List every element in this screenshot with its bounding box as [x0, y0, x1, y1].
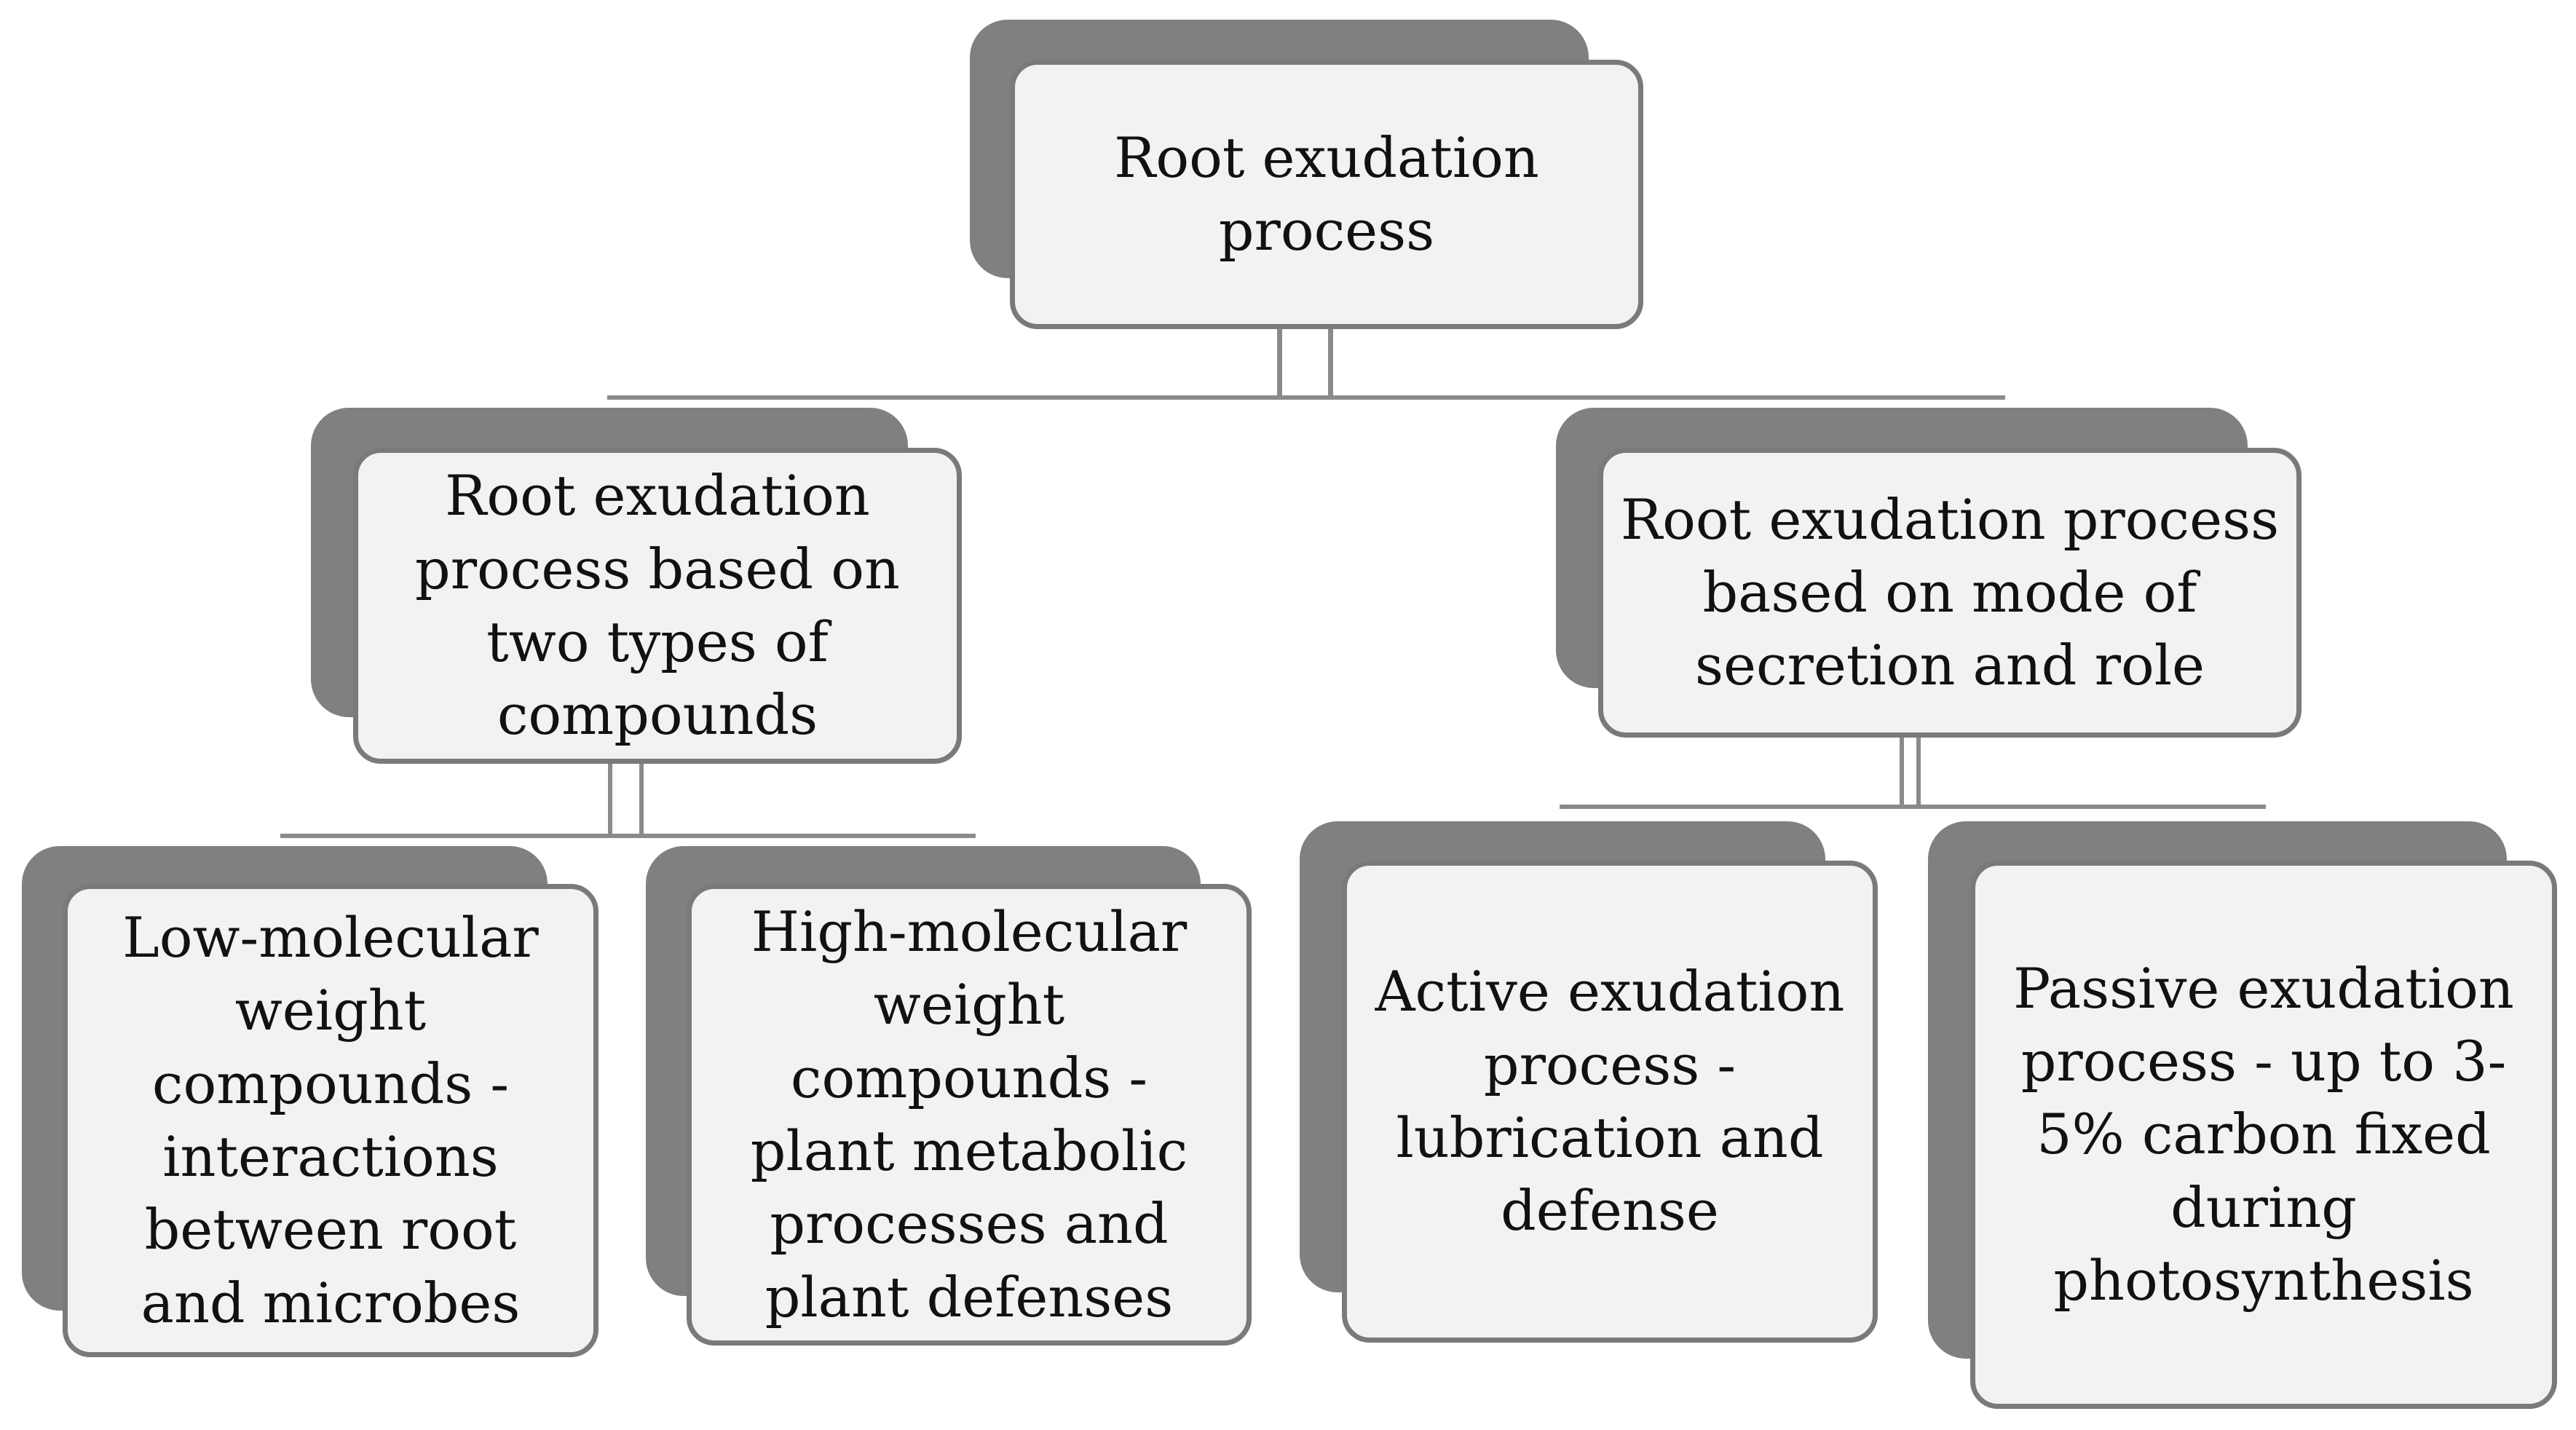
branch2-connector-horizontal [1560, 805, 2266, 809]
root-connector-horizontal [607, 395, 2005, 400]
leaf-node-passive-exudation: Passive exudation process - up to 3- 5% … [1928, 821, 2558, 1410]
branch1-connector-right-stem [639, 754, 644, 836]
branch-node-compound-types-label: Root exudation process based on two type… [353, 448, 962, 764]
branch1-connector-horizontal [280, 834, 976, 838]
leaf-node-low-molecular: Low-molecular weight compounds - interac… [22, 846, 598, 1358]
branch-node-compound-types: Root exudation process based on two type… [311, 408, 963, 765]
branch1-connector-left-stem [608, 754, 612, 836]
root-connector-left-stem [1277, 288, 1282, 398]
root-node: Root exudation process [970, 20, 1643, 329]
leaf-node-low-molecular-label: Low-molecular weight compounds - interac… [63, 884, 598, 1357]
leaf-node-active-exudation: Active exudation process - lubrication a… [1300, 821, 1878, 1343]
root-connector-right-stem [1328, 288, 1333, 398]
branch2-connector-left-stem [1900, 696, 1904, 805]
leaf-node-high-molecular: High-molecular weight compounds - plant … [646, 846, 1252, 1346]
leaf-node-high-molecular-label: High-molecular weight compounds - plant … [687, 884, 1252, 1346]
leaf-node-active-exudation-label: Active exudation process - lubrication a… [1342, 861, 1878, 1343]
branch2-connector-right-stem [1916, 696, 1921, 805]
branch-node-secretion-mode: Root exudation process based on mode of … [1556, 408, 2302, 739]
root-node-label: Root exudation process [1010, 60, 1643, 329]
leaf-node-passive-exudation-label: Passive exudation process - up to 3- 5% … [1970, 861, 2557, 1409]
branch-node-secretion-mode-label: Root exudation process based on mode of … [1598, 448, 2302, 738]
